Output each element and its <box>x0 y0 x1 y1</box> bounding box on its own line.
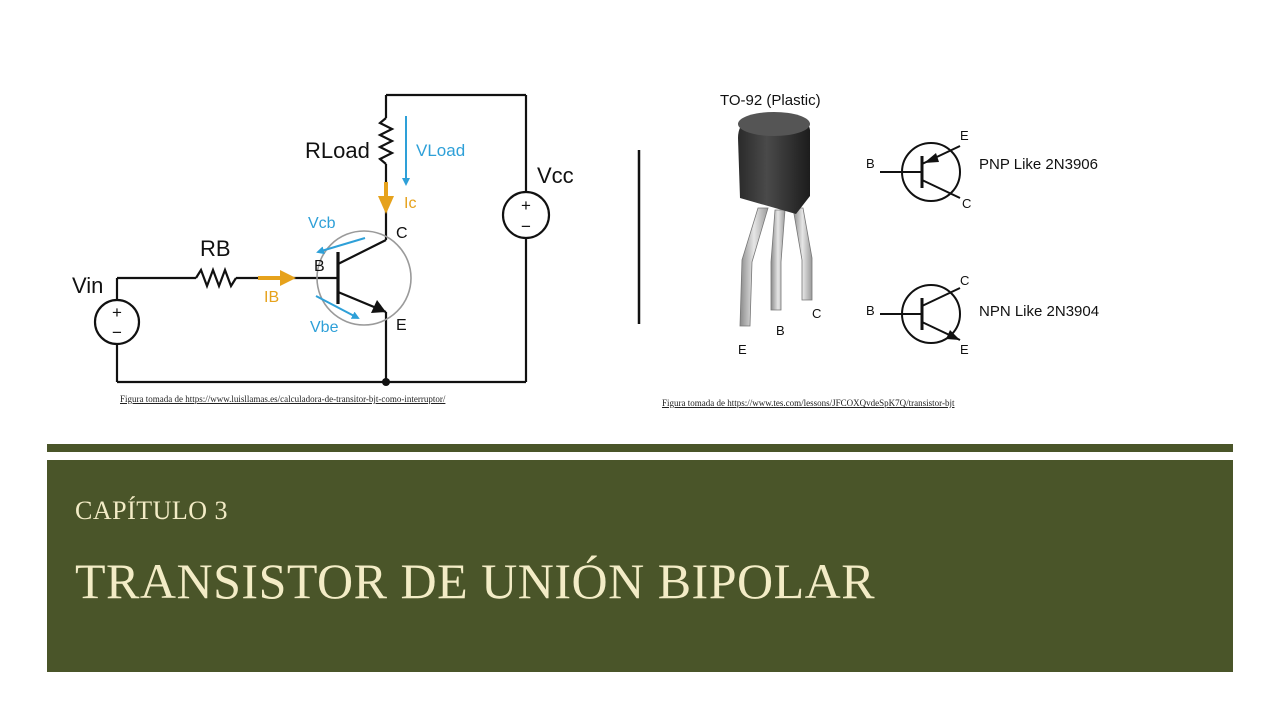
transistor-envelope <box>316 230 412 326</box>
pnp-e-label: E <box>960 128 969 143</box>
current-arrows <box>258 182 394 286</box>
circuit-figure-caption[interactable]: Figura tomada de https://www.luisllamas.… <box>120 394 446 404</box>
chapter-label: CAPÍTULO 3 <box>75 496 229 525</box>
vcc-plus: + <box>521 196 531 215</box>
npn-description: NPN Like 2N3904 <box>979 303 1099 320</box>
vcb-label: Vcb <box>308 215 336 232</box>
ground-node <box>382 378 390 386</box>
npn-b-label: B <box>866 303 875 318</box>
transistor-collector-lead <box>337 239 387 265</box>
rb-label: RB <box>200 236 231 261</box>
npn-symbol <box>880 284 961 344</box>
vcc-source <box>501 190 551 240</box>
npn-arrow-head <box>946 330 960 340</box>
accent-bar <box>47 444 1233 452</box>
vin-minus: − <box>112 323 122 342</box>
base-resistor <box>195 266 237 290</box>
pin-e-label: E <box>738 342 747 357</box>
ib-arrow-head <box>280 270 296 286</box>
package-body <box>738 114 810 214</box>
pin-b <box>770 209 786 311</box>
to92-package: TO-92 (Plastic) E B C <box>720 92 821 357</box>
pin-b-label: B <box>776 323 785 338</box>
vcc-label: Vcc <box>537 163 574 188</box>
diagram-area: + − + − Vin RB IB RLoad VLoad Ic Vcc Vcb… <box>72 92 1099 386</box>
voltage-arrows <box>315 116 410 319</box>
rload-label: RLoad <box>305 138 370 163</box>
pin-c-label: C <box>812 306 821 321</box>
npn-c-label: C <box>960 273 969 288</box>
load-resistor <box>377 117 395 165</box>
pnp-description: PNP Like 2N3906 <box>979 156 1098 173</box>
terminal-e-label: E <box>396 317 407 334</box>
pin-c <box>792 207 813 301</box>
slide-title: TRANSISTOR DE UNIÓN BIPOLAR <box>75 553 876 609</box>
vbe-label: Vbe <box>310 319 339 336</box>
vload-label: VLoad <box>416 141 465 160</box>
vbe-arrow <box>315 295 360 319</box>
terminal-b-label: B <box>314 258 325 275</box>
pnp-arrow-head <box>924 153 939 163</box>
pnp-b-label: B <box>866 156 875 171</box>
vin-label: Vin <box>72 273 103 298</box>
title-band: CAPÍTULO 3 TRANSISTOR DE UNIÓN BIPOLAR <box>47 460 1233 672</box>
pin-e <box>739 207 769 327</box>
vcc-minus: − <box>521 217 531 236</box>
ic-label: Ic <box>404 195 416 212</box>
vcb-arrow <box>316 237 366 255</box>
package-figure-caption[interactable]: Figura tomada de https://www.tes.com/les… <box>662 398 955 408</box>
ib-label: IB <box>264 289 279 306</box>
ic-arrow-head <box>378 196 394 214</box>
vin-plus: + <box>112 303 122 322</box>
pnp-symbol <box>880 142 961 202</box>
pnp-c-label: C <box>962 196 971 211</box>
npn-collector-lead <box>921 287 961 307</box>
pnp-collector-lead <box>921 179 961 199</box>
npn-e-label: E <box>960 342 969 357</box>
package-title: TO-92 (Plastic) <box>720 92 821 109</box>
emitter-arrow-head <box>371 300 386 313</box>
package-top-face <box>738 112 810 136</box>
vin-source <box>93 298 141 346</box>
terminal-c-label: C <box>396 225 408 242</box>
